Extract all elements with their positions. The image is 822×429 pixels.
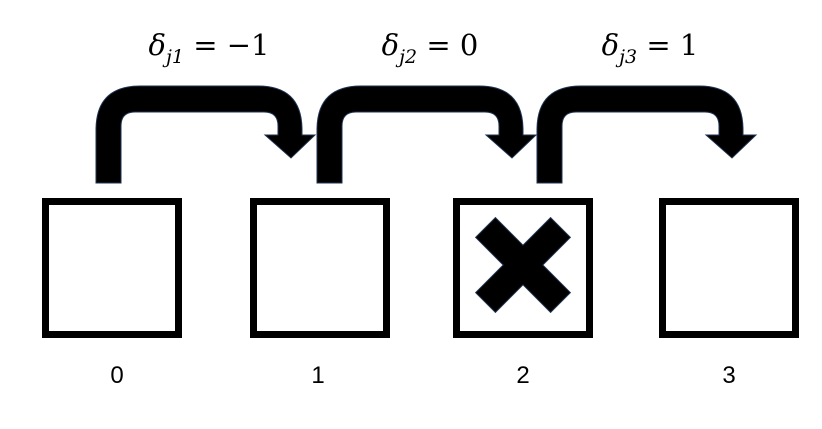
equals: = [417, 28, 460, 62]
cell-box-3 [659, 198, 799, 338]
transition-arrow-1 [95, 85, 316, 184]
transition-label-3: δj3 = 1 [602, 28, 699, 68]
transition-arrow-3 [536, 85, 757, 184]
cell-box-0 [42, 198, 182, 338]
delta-symbol: δ [148, 28, 166, 62]
transition-label-2: δj2 = 0 [382, 28, 479, 68]
value: 0 [459, 28, 479, 62]
value: −1 [226, 28, 270, 62]
delta-symbol: δ [381, 28, 400, 62]
cell-label-1: 1 [311, 362, 325, 389]
transition-label-1: δj1 = −1 [149, 28, 270, 68]
value: 1 [679, 28, 699, 62]
equals: = [637, 28, 680, 62]
cell-label-0: 0 [110, 362, 124, 389]
equals: = [183, 28, 227, 62]
transition-arrow-2 [316, 85, 537, 184]
subscript: j3 [619, 46, 638, 68]
subscript: j2 [399, 46, 418, 68]
blocked-x-icon [474, 216, 572, 314]
delta-symbol: δ [601, 28, 620, 62]
cell-box-1 [250, 198, 390, 338]
cell-label-3: 3 [722, 362, 736, 389]
subscript: j1 [165, 46, 184, 68]
cell-label-2: 2 [516, 362, 530, 389]
